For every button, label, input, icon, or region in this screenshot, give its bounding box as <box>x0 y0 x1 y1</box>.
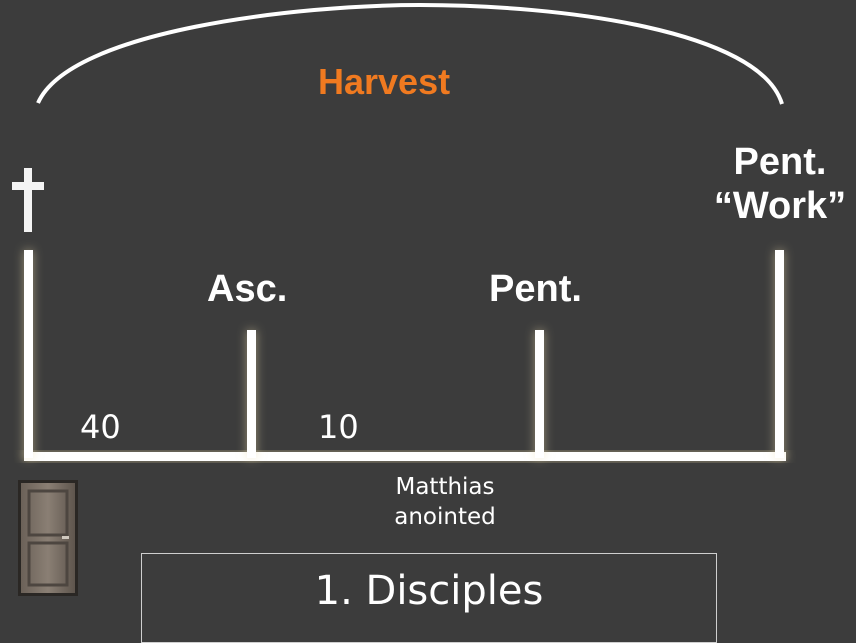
matthias-note: Matthias anointed <box>372 472 518 532</box>
ascension-label: Asc. <box>207 268 288 310</box>
matthias-line1: Matthias <box>395 474 495 500</box>
pentecost-work-label: Pent. “Work” <box>700 140 856 228</box>
timeline-baseline <box>24 452 786 461</box>
matthias-line2: anointed <box>394 504 496 530</box>
marker-ascension <box>247 330 256 458</box>
pentecost-label: Pent. <box>489 268 582 310</box>
harvest-arc <box>36 2 784 105</box>
pentecost-work-line2: “Work” <box>713 185 847 227</box>
harvest-label: Harvest <box>318 61 451 102</box>
disciples-label: 1. Disciples <box>314 568 544 614</box>
marker-crucifixion <box>24 250 33 458</box>
door-icon <box>18 480 78 596</box>
cross-icon <box>12 168 44 232</box>
timeline-diagram <box>12 2 786 596</box>
pentecost-work-line1: Pent. <box>733 141 827 183</box>
marker-pentecost <box>535 330 544 458</box>
interval-10-days: 10 <box>318 408 359 446</box>
marker-pentecost-work <box>775 250 784 458</box>
interval-40-days: 40 <box>80 408 121 446</box>
